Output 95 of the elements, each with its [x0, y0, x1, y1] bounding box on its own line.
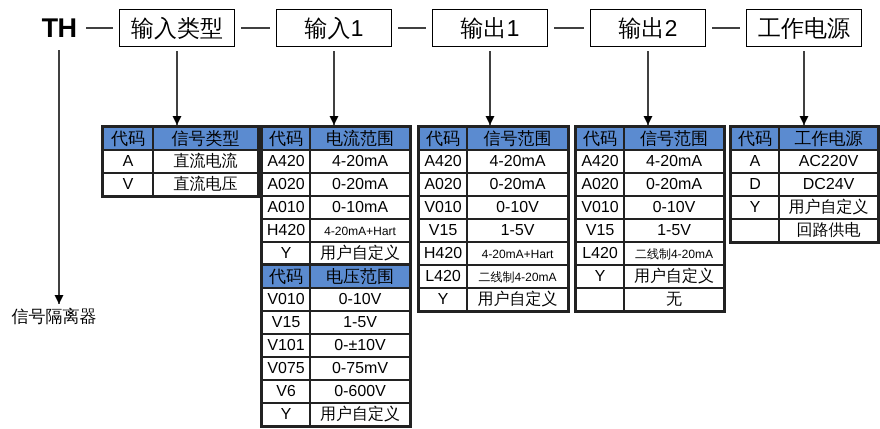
- table-header-cell: 代码: [731, 127, 779, 150]
- table-cell: A020: [576, 173, 624, 196]
- model-prefix: TH: [38, 10, 80, 46]
- connector-dash: [398, 27, 426, 29]
- table-cell: 0-600V: [310, 380, 410, 403]
- table-cell: Y: [419, 288, 467, 311]
- table-cell: 4-20mA: [310, 150, 410, 173]
- table-cell: 4-20mA: [624, 150, 724, 173]
- table-cell: A020: [262, 173, 310, 196]
- table-cell: V010: [576, 196, 624, 219]
- connector-dash: [241, 27, 270, 29]
- table-cell: D: [731, 173, 779, 196]
- table-cell: V15: [419, 219, 467, 242]
- table-header-cell: 信号类型: [153, 127, 258, 150]
- table-cell: V15: [576, 219, 624, 242]
- table-cell: V075: [262, 357, 310, 380]
- table-cell: 用户自定义: [310, 403, 410, 426]
- table-header-cell: 电压范围: [310, 265, 410, 288]
- category-box: 输入1: [276, 9, 392, 47]
- table-cell: Y: [262, 403, 310, 426]
- arrow: [644, 51, 652, 125]
- table-cell: 1-5V: [310, 311, 410, 334]
- arrow: [486, 51, 494, 125]
- category-box: 工作电源: [746, 9, 862, 47]
- table-cell: V010: [262, 288, 310, 311]
- table-cell: H420: [262, 219, 310, 242]
- category-box: 输入类型: [119, 9, 235, 47]
- table-cell: 0-20mA: [624, 173, 724, 196]
- connector-dash: [712, 27, 740, 29]
- table-cell: 1-5V: [624, 219, 724, 242]
- table-cell: 0-20mA: [467, 173, 568, 196]
- arrow: [54, 50, 64, 304]
- table-cell: 4-20mA+Hart: [467, 242, 568, 265]
- table-cell: 4-20mA+Hart: [310, 219, 410, 242]
- spec-table: [260, 263, 412, 428]
- category-box: 输出1: [432, 9, 548, 47]
- connector-dash: [86, 27, 113, 29]
- table-cell: 0-10V: [624, 196, 724, 219]
- table-cell: A: [731, 150, 779, 173]
- table-header-cell: 代码: [103, 127, 153, 150]
- table-cell: AC220V: [779, 150, 878, 173]
- table-header-cell: 电流范围: [310, 127, 410, 150]
- arrow: [330, 51, 338, 125]
- table-cell: 二线制4-20mA: [467, 265, 568, 288]
- table-cell: 二线制4-20mA: [624, 242, 724, 265]
- table-cell: 直流电流: [153, 150, 258, 173]
- table-cell: 0-±10V: [310, 334, 410, 357]
- table-cell: A420: [419, 150, 467, 173]
- spec-table: [729, 125, 880, 244]
- table-cell: V: [103, 173, 153, 196]
- connector-dash: [554, 27, 584, 29]
- arrow: [800, 51, 808, 125]
- device-name: 信号隔离器: [0, 304, 108, 328]
- table-cell: 0-20mA: [310, 173, 410, 196]
- table-cell: 1-5V: [467, 219, 568, 242]
- table-cell: 0-10mA: [310, 196, 410, 219]
- table-header-cell: 代码: [262, 265, 310, 288]
- table-cell: 用户自定义: [779, 196, 878, 219]
- table-cell: DC24V: [779, 173, 878, 196]
- table-cell: V010: [419, 196, 467, 219]
- table-cell: Y: [731, 196, 779, 219]
- table-cell: A010: [262, 196, 310, 219]
- table-cell: 用户自定义: [467, 288, 568, 311]
- table-header-cell: 信号范围: [467, 127, 568, 150]
- table-cell: V101: [262, 334, 310, 357]
- table-cell: Y: [262, 242, 310, 265]
- table-cell: A020: [419, 173, 467, 196]
- table-cell: 0-10V: [310, 288, 410, 311]
- table-header-cell: 信号范围: [624, 127, 724, 150]
- table-cell: L420: [576, 242, 624, 265]
- table-header-cell: 代码: [262, 127, 310, 150]
- category-box: 输出2: [590, 9, 706, 47]
- spec-table: [574, 125, 726, 313]
- table-cell: 直流电压: [153, 173, 258, 196]
- spec-table: [417, 125, 570, 313]
- table-cell: L420: [419, 265, 467, 288]
- table-cell: 回路供电: [779, 219, 878, 242]
- table-cell: V15: [262, 311, 310, 334]
- spec-table: [101, 125, 260, 198]
- table-cell: 4-20mA: [467, 150, 568, 173]
- table-cell: H420: [419, 242, 467, 265]
- table-header-cell: 工作电源: [779, 127, 878, 150]
- table-header-cell: 代码: [419, 127, 467, 150]
- table-cell: A: [103, 150, 153, 173]
- table-cell: A420: [262, 150, 310, 173]
- table-cell: 用户自定义: [624, 265, 724, 288]
- arrow: [172, 51, 182, 125]
- table-cell: 无: [624, 288, 724, 311]
- table-header-cell: 代码: [576, 127, 624, 150]
- table-cell: 0-75mV: [310, 357, 410, 380]
- table-cell: 0-10V: [467, 196, 568, 219]
- table-cell: A420: [576, 150, 624, 173]
- table-cell: Y: [576, 265, 624, 288]
- table-cell: 用户自定义: [310, 242, 410, 265]
- table-cell: V6: [262, 380, 310, 403]
